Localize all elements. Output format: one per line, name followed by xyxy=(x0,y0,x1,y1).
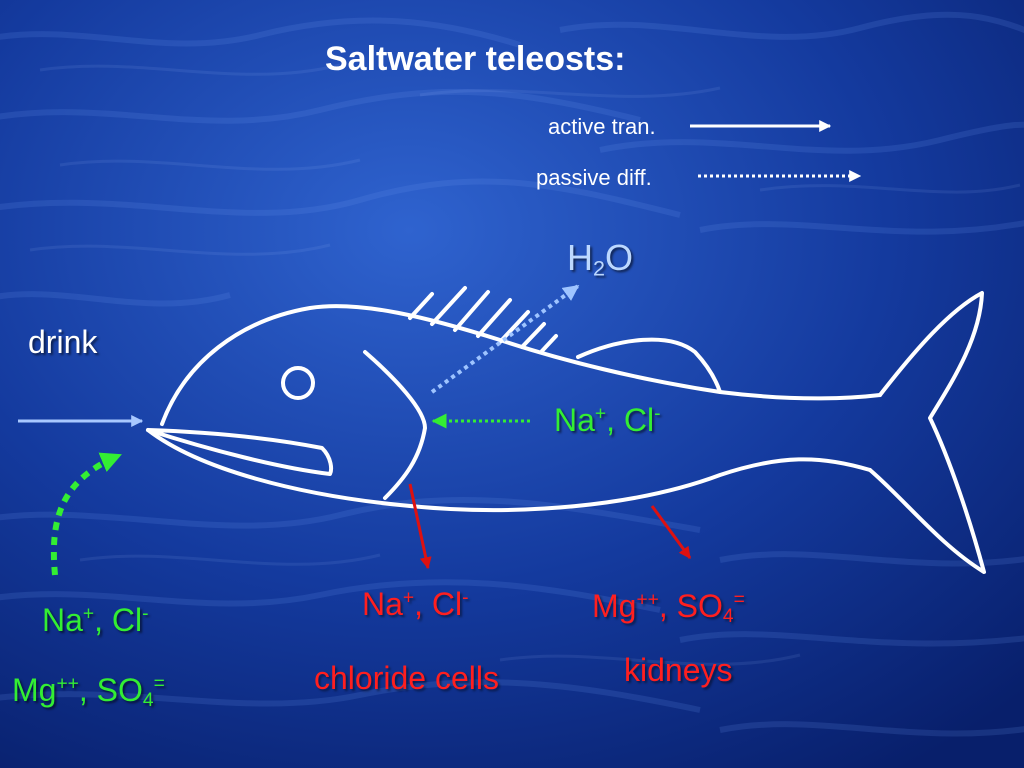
slide-title: Saltwater teleosts: xyxy=(325,40,626,78)
chloride-cells-label: chloride cells xyxy=(314,660,499,696)
fish-eye xyxy=(281,366,315,400)
excreted-na-cl: Na+, Cl- xyxy=(362,586,469,622)
ingested-salts-arrow xyxy=(50,452,122,576)
water-highlights xyxy=(29,63,1021,666)
kidney-excretion-arrow xyxy=(650,505,692,559)
fish-tail xyxy=(868,291,986,574)
drink-label: drink xyxy=(28,324,98,360)
legend-passive-label: passive diff. xyxy=(536,165,652,190)
water-diffusion-arrow xyxy=(430,284,580,394)
fish-lower-jaw xyxy=(146,428,333,476)
legend-active-label: active tran. xyxy=(548,114,656,139)
chloride-cells-excretion-arrow xyxy=(408,483,432,570)
fish-gill-cover xyxy=(363,350,427,500)
water-ripples xyxy=(0,11,1024,737)
ingested-mg-so4: Mg++, SO4= xyxy=(12,672,165,711)
gill-uptake-ions: Na+, Cl- xyxy=(554,402,661,438)
ingested-na-cl: Na+, Cl- xyxy=(42,602,149,638)
fish-belly xyxy=(146,428,872,513)
excreted-mg-so4: Mg++, SO4= xyxy=(592,588,745,627)
kidneys-label: kidneys xyxy=(624,652,733,688)
water-label: H2O xyxy=(567,237,634,281)
fish-dorsal-fin xyxy=(576,337,722,394)
fish-spines xyxy=(408,286,558,353)
